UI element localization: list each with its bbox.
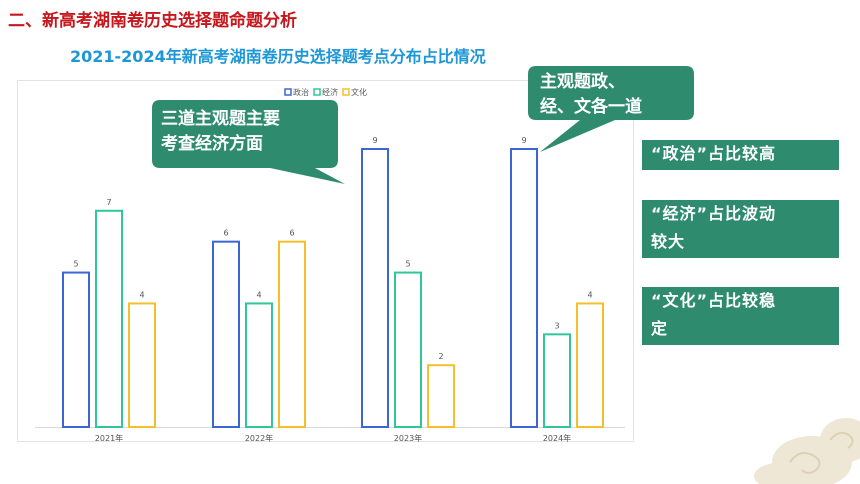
data-label-0-0: 5 bbox=[73, 260, 78, 269]
note-economy: “经济”占比波动 较大 bbox=[642, 200, 839, 258]
callout-right-line-1: 主观题政、 bbox=[540, 72, 625, 92]
data-label-3-1: 3 bbox=[554, 321, 559, 330]
note-politics-line-1: “政治”占比较高 bbox=[651, 144, 777, 163]
note-culture: “文化”占比较稳 定 bbox=[642, 287, 839, 345]
callout-left-line-2: 考查经济方面 bbox=[161, 134, 263, 154]
bar-3-1 bbox=[543, 333, 571, 429]
data-label-3-0: 9 bbox=[521, 136, 526, 145]
bar-2-0 bbox=[361, 148, 389, 428]
data-label-2-1: 5 bbox=[405, 260, 410, 269]
note-culture-line-1: “文化”占比较稳 bbox=[651, 291, 777, 310]
x-tick-label-2: 2023年 bbox=[394, 433, 422, 443]
callout-right-line-2: 经、文各一道 bbox=[540, 97, 642, 117]
bar-1-0 bbox=[212, 240, 240, 428]
callout-left: 三道主观题主要 考查经济方面 bbox=[161, 107, 280, 157]
data-label-1-1: 4 bbox=[256, 290, 261, 299]
note-culture-line-2: 定 bbox=[651, 319, 669, 338]
bar-3-2 bbox=[576, 302, 604, 429]
data-label-0-1: 7 bbox=[106, 198, 111, 207]
data-label-3-2: 4 bbox=[587, 290, 592, 299]
bar-0-2 bbox=[128, 302, 156, 429]
legend-swatch-1 bbox=[313, 88, 321, 96]
bar-0-1 bbox=[95, 209, 123, 428]
legend-label-0: 政治 bbox=[293, 87, 309, 97]
bar-2-2 bbox=[427, 364, 455, 429]
bar-2-1 bbox=[394, 271, 422, 428]
data-label-0-2: 4 bbox=[139, 290, 144, 299]
legend-swatch-2 bbox=[342, 88, 350, 96]
data-label-1-2: 6 bbox=[289, 229, 294, 238]
bar-0-0 bbox=[62, 271, 90, 428]
bar-3-0 bbox=[510, 148, 538, 428]
data-label-2-2: 2 bbox=[438, 352, 443, 361]
legend-label-1: 经济 bbox=[322, 87, 338, 97]
x-tick-label-0: 2021年 bbox=[95, 433, 123, 443]
legend-swatch-0 bbox=[284, 88, 292, 96]
data-label-2-0: 9 bbox=[372, 136, 377, 145]
callout-left-line-1: 三道主观题主要 bbox=[161, 109, 280, 129]
slide-title: 二、新高考湖南卷历史选择题命题分析 bbox=[8, 11, 297, 31]
x-tick-label-1: 2022年 bbox=[245, 433, 273, 443]
legend-label-2: 文化 bbox=[351, 87, 367, 97]
note-economy-line-1: “经济”占比波动 bbox=[651, 204, 777, 223]
callout-right: 主观题政、 经、文各一道 bbox=[540, 70, 642, 120]
x-tick-label-3: 2024年 bbox=[543, 433, 571, 443]
bar-1-2 bbox=[278, 240, 306, 428]
bar-1-1 bbox=[245, 302, 273, 429]
chart-subtitle: 2021-2024年新高考湖南卷历史选择题考点分布占比情况 bbox=[70, 47, 486, 66]
note-economy-line-2: 较大 bbox=[651, 232, 686, 251]
data-label-1-0: 6 bbox=[223, 229, 228, 238]
note-politics: “政治”占比较高 bbox=[642, 140, 839, 170]
